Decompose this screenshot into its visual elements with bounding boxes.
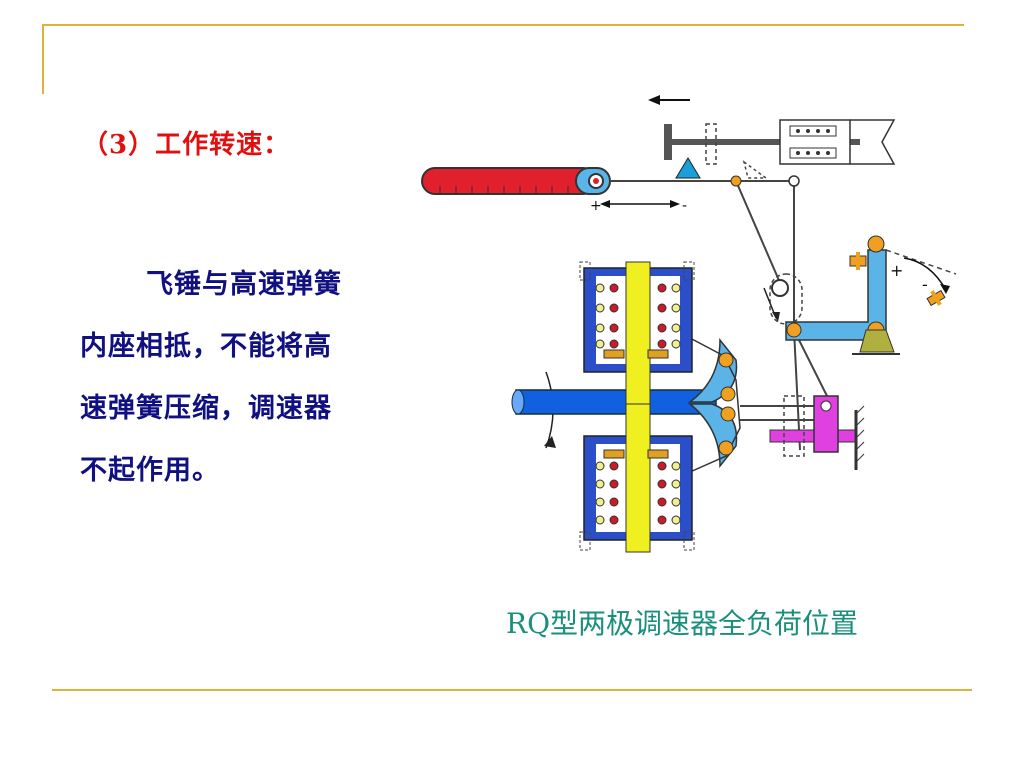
- paragraph-line: 速弹簧压缩，调速器: [80, 393, 332, 424]
- slider-block: [769, 395, 865, 470]
- rack-minus-label: -: [682, 198, 687, 214]
- stop-assembly: [664, 119, 896, 179]
- paragraph-line: 内座相抵，不能将高: [80, 331, 332, 362]
- lever-swing-indicator: + -: [885, 249, 957, 307]
- operating-lever: [785, 235, 900, 355]
- control-rack: [421, 167, 740, 195]
- lever-minus-label: -: [922, 275, 928, 294]
- explanation-paragraph: 飞锤与高速弹簧 内座相抵，不能将高 速弹簧压缩，调速器 不起作用。: [80, 254, 390, 502]
- frame-top-line: [42, 24, 964, 26]
- lower-flyweight-housing: [579, 403, 695, 553]
- guide-slot: [763, 273, 803, 325]
- lower-spring-balls: [595, 461, 681, 525]
- section-heading: （3）工作转速：: [82, 130, 291, 160]
- rack-plus-label: +: [590, 198, 602, 214]
- lever-plus-label: +: [890, 261, 903, 280]
- paragraph-line: 飞锤与高速弹簧: [146, 269, 342, 300]
- upper-flyweight-housing: [579, 261, 695, 413]
- diagram-caption: RQ型两极调速器全负荷位置: [506, 607, 859, 640]
- direction-arrow: [648, 95, 690, 105]
- upper-spring-balls: [595, 283, 681, 349]
- paragraph-line: 不起作用。: [80, 455, 220, 486]
- frame-bottom-line: [52, 689, 972, 691]
- rack-travel-indicator: + -: [590, 198, 687, 214]
- flyweight-arms: [687, 337, 741, 473]
- frame-left-line: [42, 24, 44, 94]
- drive-shaft: [511, 371, 717, 449]
